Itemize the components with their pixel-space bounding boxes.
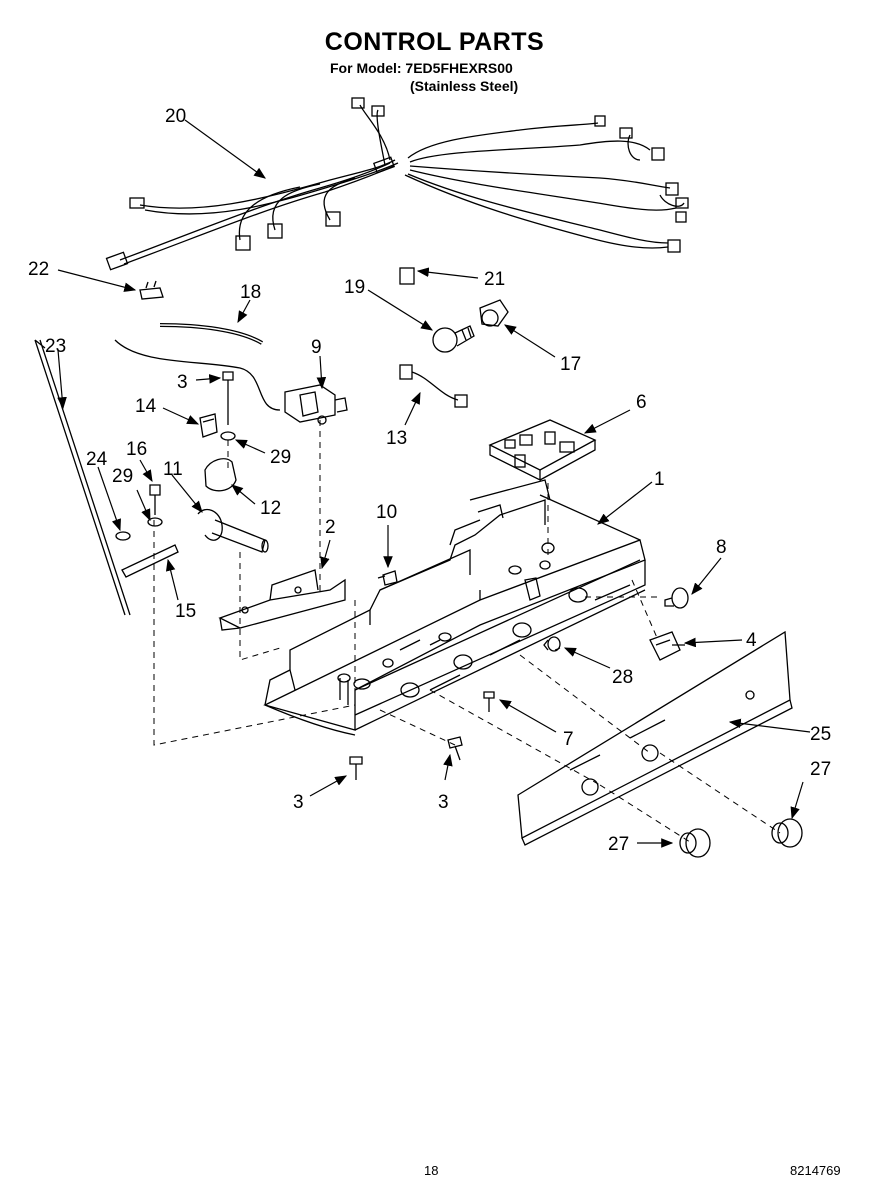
part-27-knob-left xyxy=(679,828,711,858)
part-25-control-panel xyxy=(517,630,793,846)
callout-7: 7 xyxy=(563,729,574,750)
callout-3-bottom-middle: 3 xyxy=(438,792,449,813)
callout-11: 11 xyxy=(163,459,183,480)
document-number: 8214769 xyxy=(790,1163,841,1178)
callout-4: 4 xyxy=(746,630,757,651)
callout-15: 15 xyxy=(175,601,196,622)
callout-27-right: 27 xyxy=(810,759,831,780)
callout-3-top: 3 xyxy=(177,372,188,393)
model-line: For Model: 7ED5FHEXRS00 xyxy=(330,60,513,76)
part-28-plug xyxy=(543,636,561,652)
callout-18: 18 xyxy=(240,282,261,303)
callout-9: 9 xyxy=(311,337,322,358)
part-29-washer xyxy=(220,431,236,441)
callout-29-right: 29 xyxy=(270,447,291,468)
part-12-bracket xyxy=(204,458,237,492)
part-9-thermostat xyxy=(114,339,348,425)
callout-21: 21 xyxy=(484,269,505,290)
part-17-socket xyxy=(479,299,509,327)
wire-harness xyxy=(105,97,689,271)
callout-labels: 20 22 21 18 19 17 23 9 3 14 13 6 29 16 2… xyxy=(28,106,831,855)
part-24-washer xyxy=(115,531,131,541)
part-21-clip xyxy=(399,267,415,285)
part-6-control-board xyxy=(488,419,597,482)
callout-23: 23 xyxy=(45,336,66,357)
part-15-linkage xyxy=(121,544,179,578)
callout-14: 14 xyxy=(135,396,157,417)
page-title: CONTROL PARTS xyxy=(324,28,545,56)
part-3-screw-3 xyxy=(447,736,463,761)
callout-17: 17 xyxy=(560,354,581,375)
part-22-clip xyxy=(139,280,164,300)
part-8-button xyxy=(664,587,689,609)
part-4-switch xyxy=(649,631,685,661)
callout-20: 20 xyxy=(165,106,186,127)
finish-line: (Stainless Steel) xyxy=(410,78,519,94)
part-1-control-housing xyxy=(263,479,646,736)
callout-28: 28 xyxy=(612,667,633,688)
part-19-bulb xyxy=(432,325,475,353)
callout-13: 13 xyxy=(386,428,407,449)
callout-25: 25 xyxy=(810,724,831,745)
callout-29-left: 29 xyxy=(112,466,133,487)
callout-3-bottom-left: 3 xyxy=(293,792,304,813)
part-11-knob-shaft xyxy=(197,508,269,553)
callout-10: 10 xyxy=(376,502,397,523)
part-29-washer-2 xyxy=(147,517,163,527)
callout-6: 6 xyxy=(636,392,647,413)
part-3-screw xyxy=(222,371,234,425)
callout-1: 1 xyxy=(654,469,665,490)
part-3-screw-2 xyxy=(349,756,363,780)
callout-19: 19 xyxy=(344,277,365,298)
part-2-bracket xyxy=(218,569,346,631)
part-27-knob-right xyxy=(771,818,803,848)
part-16-screw xyxy=(149,484,161,515)
page-number: 18 xyxy=(424,1163,439,1178)
part-13-harness xyxy=(399,364,468,408)
part-14-bracket xyxy=(199,413,218,438)
part-23-rod xyxy=(34,339,131,616)
callout-27-left: 27 xyxy=(608,834,629,855)
callout-12: 12 xyxy=(260,498,281,519)
callout-24: 24 xyxy=(86,449,108,470)
part-10-screw xyxy=(377,570,398,586)
callout-16: 16 xyxy=(126,439,147,460)
callout-2: 2 xyxy=(325,517,336,538)
callout-22: 22 xyxy=(28,259,49,280)
part-7-screw xyxy=(483,691,495,712)
callout-8: 8 xyxy=(716,537,727,558)
